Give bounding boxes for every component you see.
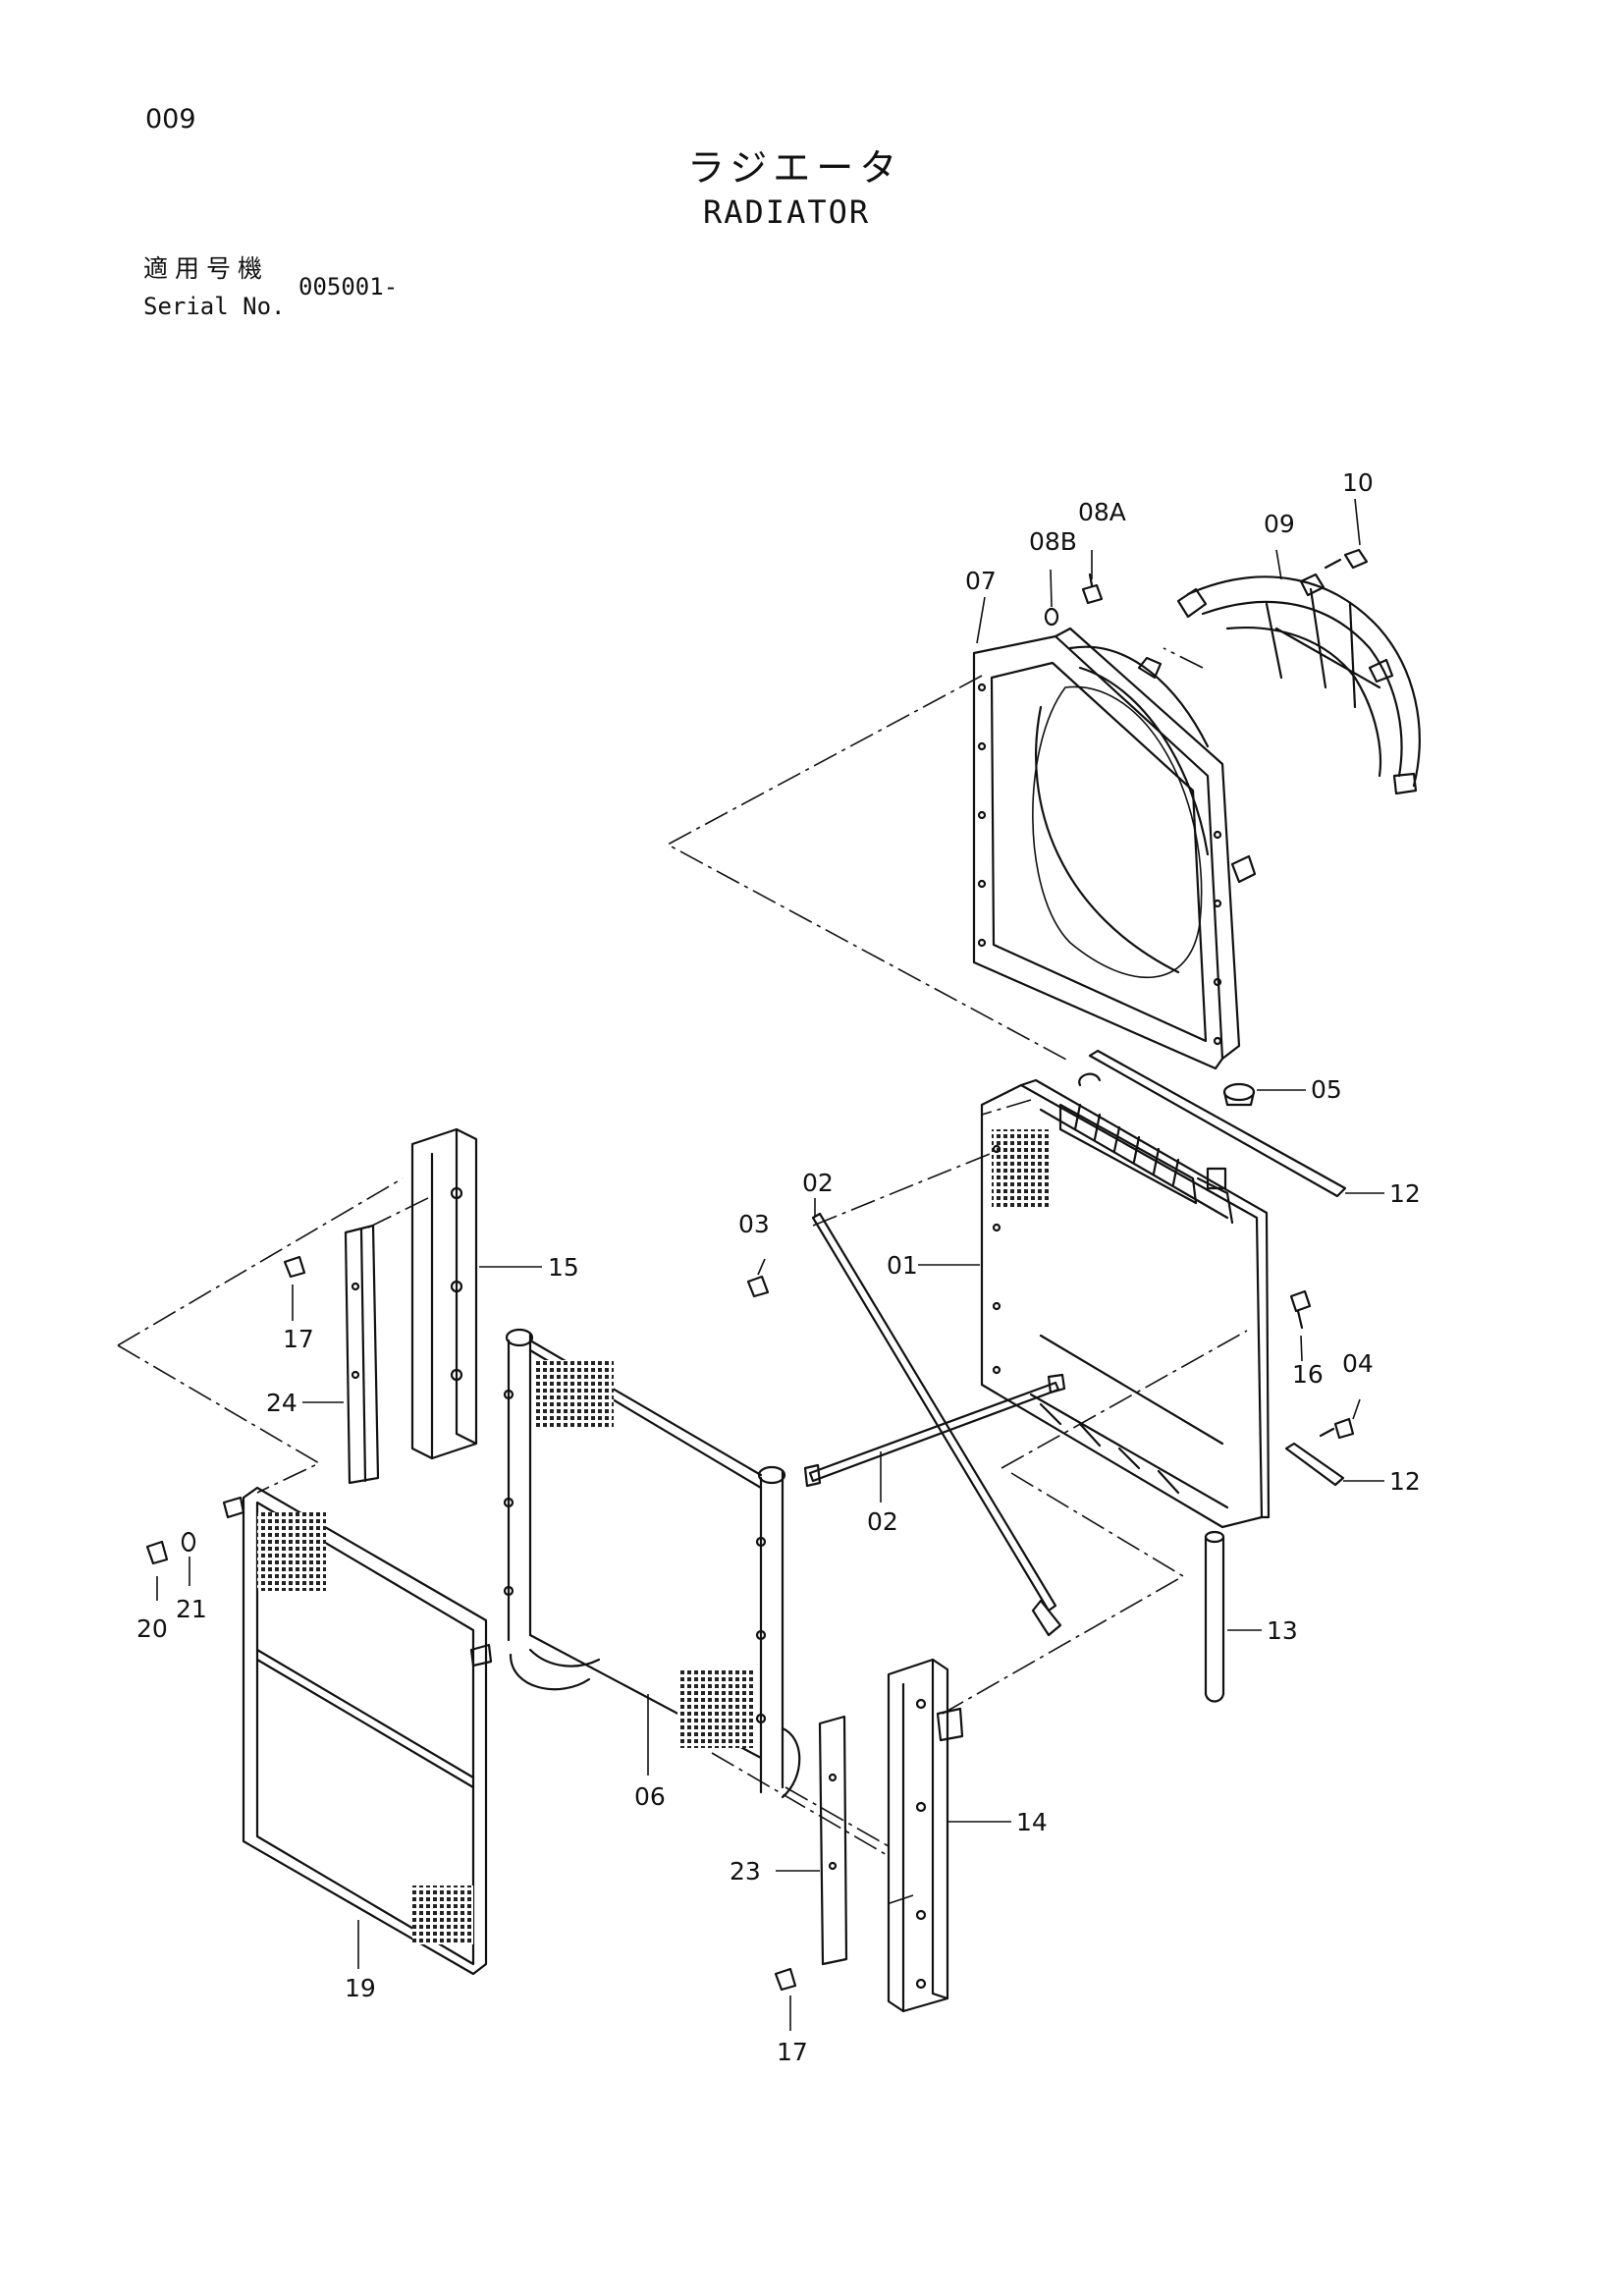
bolt-03 bbox=[746, 1275, 770, 1298]
callout-14: 14 bbox=[1016, 1808, 1048, 1836]
radiator-core bbox=[980, 1072, 1271, 1529]
bracket-14 bbox=[887, 1658, 964, 2013]
callout-02-lower: 02 bbox=[867, 1507, 898, 1536]
bolt-04 bbox=[1319, 1417, 1355, 1440]
fan-guard bbox=[1176, 573, 1421, 795]
stay-02-lower bbox=[803, 1373, 1066, 1488]
washer-21 bbox=[181, 1531, 196, 1553]
serial-label-japanese: 適用号機 bbox=[143, 254, 270, 283]
fan-shroud bbox=[972, 627, 1257, 1070]
callout-10: 10 bbox=[1342, 468, 1374, 497]
callout-20: 20 bbox=[136, 1614, 168, 1643]
hose-13 bbox=[1204, 1530, 1225, 1703]
callout-21: 21 bbox=[176, 1595, 207, 1623]
bolt-17-lower bbox=[774, 1967, 797, 1992]
callout-12-upper: 12 bbox=[1389, 1179, 1421, 1208]
callout-08a: 08A bbox=[1078, 498, 1126, 526]
bolt-20 bbox=[145, 1540, 169, 1565]
callout-19: 19 bbox=[345, 1974, 376, 2002]
callout-24: 24 bbox=[266, 1389, 298, 1417]
callout-02-upper: 02 bbox=[802, 1169, 834, 1197]
seal-strip-upper bbox=[1088, 1049, 1347, 1198]
callout-13: 13 bbox=[1267, 1616, 1298, 1645]
callout-16: 16 bbox=[1292, 1360, 1324, 1389]
bolt-16 bbox=[1289, 1289, 1312, 1330]
bolt-17-upper bbox=[283, 1255, 306, 1279]
callout-17-upper: 17 bbox=[283, 1325, 314, 1353]
callout-07: 07 bbox=[965, 567, 997, 595]
radiator-cap bbox=[1222, 1082, 1256, 1107]
callout-09: 09 bbox=[1264, 510, 1295, 538]
callout-06: 06 bbox=[634, 1782, 666, 1811]
bolt-08a bbox=[1081, 573, 1104, 605]
oil-cooler bbox=[503, 1328, 801, 1799]
serial-label: Serial No. bbox=[143, 293, 286, 320]
callout-01: 01 bbox=[887, 1251, 918, 1280]
bracket-15 bbox=[410, 1127, 478, 1460]
plate-23 bbox=[818, 1715, 848, 1966]
plate-24 bbox=[344, 1224, 380, 1485]
callout-04: 04 bbox=[1342, 1349, 1374, 1378]
page-number: 009 bbox=[145, 104, 196, 135]
callout-12-lower: 12 bbox=[1389, 1467, 1421, 1496]
callout-17-lower: 17 bbox=[777, 2038, 808, 2066]
callout-03: 03 bbox=[738, 1210, 770, 1238]
page-title: RADIATOR bbox=[703, 193, 871, 231]
stay-02-upper bbox=[811, 1212, 1062, 1637]
callout-labels: 10 08A 09 08B 07 05 12 02 03 01 15 17 24… bbox=[136, 468, 1421, 2066]
serial-value: 005001- bbox=[298, 273, 399, 301]
washer-08b bbox=[1044, 607, 1059, 627]
bolt-10 bbox=[1324, 548, 1369, 570]
callout-08b: 08B bbox=[1029, 527, 1077, 556]
callout-05: 05 bbox=[1311, 1075, 1342, 1104]
screen-19 bbox=[222, 1486, 493, 1976]
page-title-japanese: ラジエータ bbox=[687, 146, 903, 190]
seal-strip-lower bbox=[1284, 1442, 1345, 1487]
callout-23: 23 bbox=[730, 1857, 761, 1886]
callout-15: 15 bbox=[548, 1253, 579, 1282]
